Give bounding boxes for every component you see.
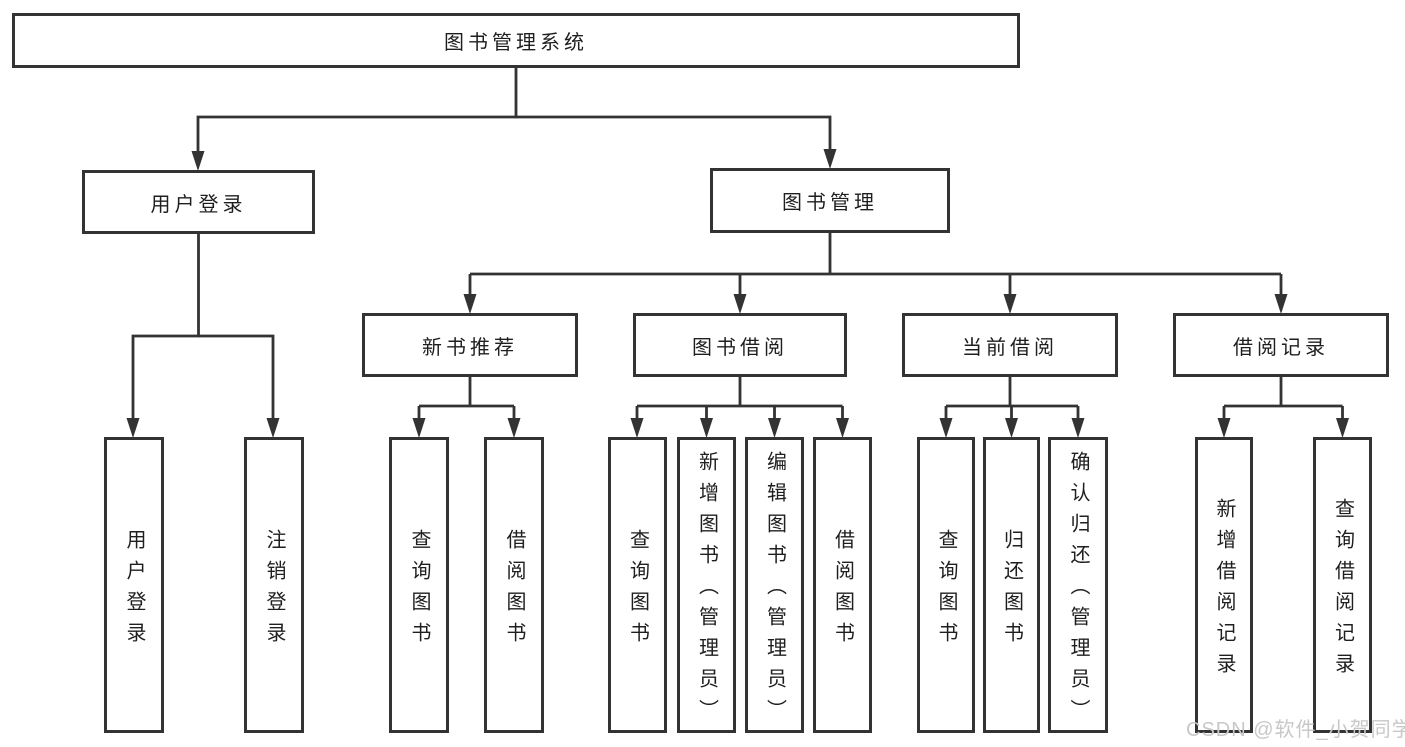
leaf-query-books-borrowing: 查询图书 bbox=[608, 437, 667, 733]
node-new-book-recommend: 新书推荐 bbox=[362, 313, 578, 377]
leaf-add-books-admin: 新增图书（管理员） bbox=[677, 437, 736, 733]
leaf-logout: 注销登录 bbox=[244, 437, 304, 733]
leaf-label: 查询图书 bbox=[408, 528, 430, 653]
leaf-label: 新增图书（管理员） bbox=[695, 451, 718, 730]
leaf-label: 借阅图书 bbox=[503, 528, 525, 653]
leaf-confirm-return-admin: 确认归还（管理员） bbox=[1048, 437, 1108, 733]
leaf-query-books-current: 查询图书 bbox=[917, 437, 975, 733]
leaf-user-login: 用户登录 bbox=[104, 437, 164, 733]
leaf-label: 归还图书 bbox=[1000, 528, 1023, 653]
leaf-label: 查询借阅记录 bbox=[1331, 497, 1354, 684]
leaf-borrow-books: 借阅图书 bbox=[813, 437, 872, 733]
edge-root-right bbox=[516, 115, 832, 150]
leaf-label: 新增借阅记录 bbox=[1213, 497, 1235, 684]
leaf-label: 查询图书 bbox=[935, 528, 957, 653]
edge-newrec-bus bbox=[417, 377, 516, 419]
node-system-root: 图书管理系统 bbox=[12, 13, 1020, 68]
edge-bookmgmt-bus bbox=[468, 233, 1283, 295]
leaf-label: 确认归还（管理员） bbox=[1067, 451, 1089, 730]
node-book-management: 图书管理 bbox=[710, 168, 950, 233]
edge-userlogin-left bbox=[131, 234, 200, 419]
leaf-return-books: 归还图书 bbox=[983, 437, 1040, 733]
leaf-query-books-recommend: 查询图书 bbox=[389, 437, 449, 733]
leaf-label: 编辑图书（管理员） bbox=[763, 451, 786, 730]
leaf-borrow-books-recommend: 借阅图书 bbox=[484, 437, 544, 733]
leaf-query-borrow-record: 查询借阅记录 bbox=[1313, 437, 1372, 733]
leaf-label: 用户登录 bbox=[123, 528, 145, 653]
edge-userlogin-right bbox=[198, 334, 275, 419]
leaf-label: 注销登录 bbox=[263, 528, 285, 653]
node-borrow-records: 借阅记录 bbox=[1173, 313, 1389, 377]
node-current-borrowing: 当前借阅 bbox=[902, 313, 1118, 377]
edge-borrow-bus bbox=[635, 377, 844, 419]
node-user-login: 用户登录 bbox=[82, 170, 315, 234]
edge-current-bus bbox=[944, 377, 1080, 419]
edge-root-left bbox=[196, 68, 518, 152]
leaf-add-borrow-record: 新增借阅记录 bbox=[1195, 437, 1253, 733]
node-book-borrowing: 图书借阅 bbox=[633, 313, 847, 377]
csdn-watermark: CSDN @软件_小贺同学 bbox=[1186, 719, 1405, 741]
leaf-edit-books-admin: 编辑图书（管理员） bbox=[745, 437, 804, 733]
leaf-label: 借阅图书 bbox=[831, 528, 854, 653]
leaf-label: 查询图书 bbox=[626, 528, 649, 653]
edge-records-bus bbox=[1222, 377, 1344, 419]
arrowheads bbox=[126, 149, 1349, 438]
